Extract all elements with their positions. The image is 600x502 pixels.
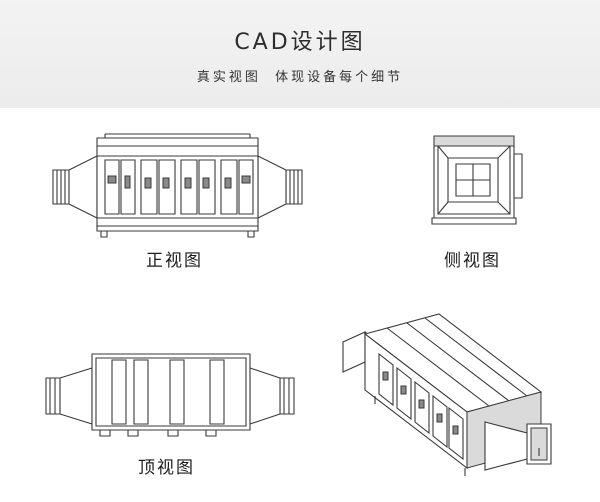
- side-view-label: 侧视图: [444, 251, 501, 271]
- front-view-drawing: [45, 130, 310, 242]
- page-subtitle: 真实视图 体现设备每个细节: [196, 70, 404, 85]
- front-view-label: 正视图: [146, 251, 203, 271]
- page-title: CAD设计图: [234, 30, 366, 55]
- top-view-label: 顶视图: [138, 458, 195, 478]
- isometric-view-drawing: [335, 310, 567, 482]
- header-banner: CAD设计图 真实视图 体现设备每个细节: [0, 0, 600, 108]
- side-view-drawing: [426, 132, 528, 230]
- top-view-drawing: [40, 350, 302, 442]
